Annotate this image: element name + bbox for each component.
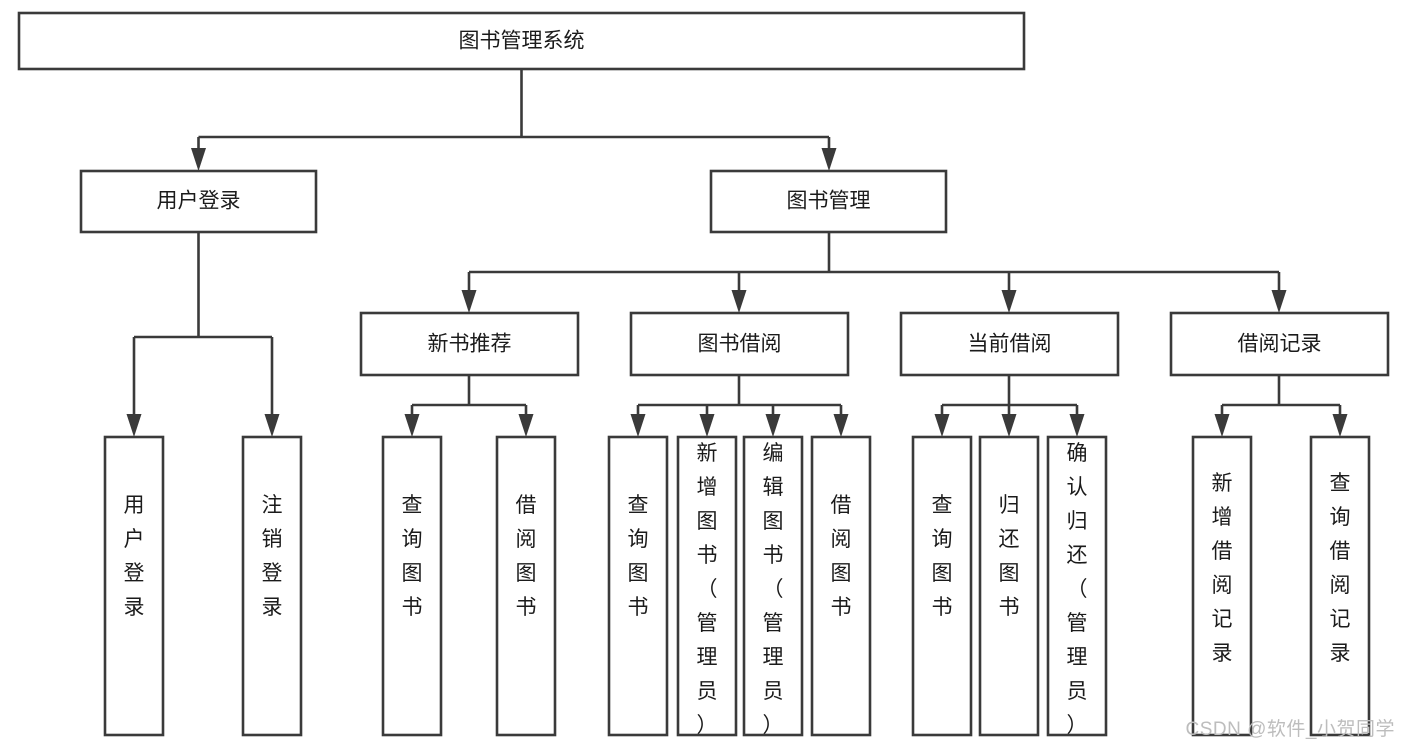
node-book-borrow-label: 图书借阅 (698, 333, 782, 356)
node-leaf-add-book-label: 新增图书（管理员） (697, 442, 718, 737)
node-leaf-query-book-1-label: 查询图书 (402, 494, 423, 619)
node-leaf-query-book-3-label: 查询图书 (932, 494, 953, 619)
node-leaf-query-record-label: 查询借阅记录 (1330, 472, 1351, 665)
node-leaf-borrow-book-2-label: 借阅图书 (831, 494, 852, 619)
node-leaf-edit-book[interactable]: 编辑图书（管理员） (742, 435, 804, 737)
node-book-borrow[interactable]: 图书借阅 (629, 311, 850, 377)
node-user-login-label: 用户登录 (157, 190, 241, 213)
node-leaf-borrow-book-1[interactable]: 借阅图书 (495, 435, 557, 737)
arrow-borrow-record (1271, 290, 1287, 313)
node-leaf-query-book-2-label: 查询图书 (628, 494, 649, 619)
arrow-leaf-confirm-return (1069, 414, 1085, 437)
node-leaf-user-login-label: 用户登录 (124, 494, 145, 619)
node-leaf-query-book-2[interactable]: 查询图书 (607, 435, 669, 737)
node-leaf-confirm-return[interactable]: 确认归还（管理员） (1046, 435, 1108, 737)
arrow-leaf-query-book-3 (934, 414, 950, 437)
node-leaf-return-book-label: 归还图书 (999, 494, 1020, 619)
node-leaf-user-logout[interactable]: 注销登录 (241, 435, 303, 737)
arrow-leaf-add-book (699, 414, 715, 437)
arrow-new-book-recommend (461, 290, 477, 313)
node-book-manage-label: 图书管理 (787, 190, 871, 213)
node-leaf-borrow-book-2[interactable]: 借阅图书 (810, 435, 872, 737)
node-current-borrow-label: 当前借阅 (968, 333, 1052, 356)
arrow-leaf-return-book (1001, 414, 1017, 437)
node-leaf-edit-book-label: 编辑图书（管理员） (763, 442, 784, 737)
arrow-leaf-user-logout (264, 414, 280, 437)
node-current-borrow[interactable]: 当前借阅 (899, 311, 1120, 377)
node-root-label: 图书管理系统 (459, 30, 585, 53)
node-root[interactable]: 图书管理系统 (17, 11, 1026, 71)
node-leaf-query-book-1[interactable]: 查询图书 (381, 435, 443, 737)
node-leaf-user-logout-label: 注销登录 (262, 494, 283, 619)
node-borrow-record[interactable]: 借阅记录 (1169, 311, 1390, 377)
arrow-leaf-query-book-1 (404, 414, 420, 437)
node-leaf-borrow-book-1-label: 借阅图书 (516, 494, 537, 619)
arrow-leaf-borrow-book-1 (518, 414, 534, 437)
node-user-login[interactable]: 用户登录 (79, 169, 318, 234)
arrow-book-manage (821, 148, 837, 171)
node-new-book-recommend[interactable]: 新书推荐 (359, 311, 580, 377)
node-leaf-query-record[interactable]: 查询借阅记录 (1309, 435, 1371, 737)
node-book-manage[interactable]: 图书管理 (709, 169, 948, 234)
arrow-leaf-query-record (1332, 414, 1348, 437)
node-layer: 图书管理系统 用户登录 图书管理 新书推荐 图书借阅 当前 (17, 11, 1390, 737)
arrow-leaf-edit-book (765, 414, 781, 437)
arrow-book-borrow (731, 290, 747, 313)
arrow-leaf-borrow-book-2 (833, 414, 849, 437)
arrow-leaf-query-book-2 (630, 414, 646, 437)
node-leaf-confirm-return-label: 确认归还（管理员） (1067, 442, 1088, 737)
arrow-leaf-user-login (126, 414, 142, 437)
node-leaf-add-record[interactable]: 新增借阅记录 (1191, 435, 1253, 737)
node-leaf-query-book-3[interactable]: 查询图书 (911, 435, 973, 737)
arrow-leaf-add-record (1214, 414, 1230, 437)
edge-layer (126, 69, 1348, 437)
node-leaf-add-book[interactable]: 新增图书（管理员） (676, 435, 738, 737)
node-leaf-return-book[interactable]: 归还图书 (978, 435, 1040, 737)
node-borrow-record-label: 借阅记录 (1238, 333, 1322, 356)
arrow-current-borrow (1001, 290, 1017, 313)
node-leaf-add-record-label: 新增借阅记录 (1212, 472, 1233, 665)
arrow-user-login (191, 148, 206, 171)
node-leaf-user-login[interactable]: 用户登录 (103, 435, 165, 737)
node-new-book-recommend-label: 新书推荐 (428, 333, 512, 356)
